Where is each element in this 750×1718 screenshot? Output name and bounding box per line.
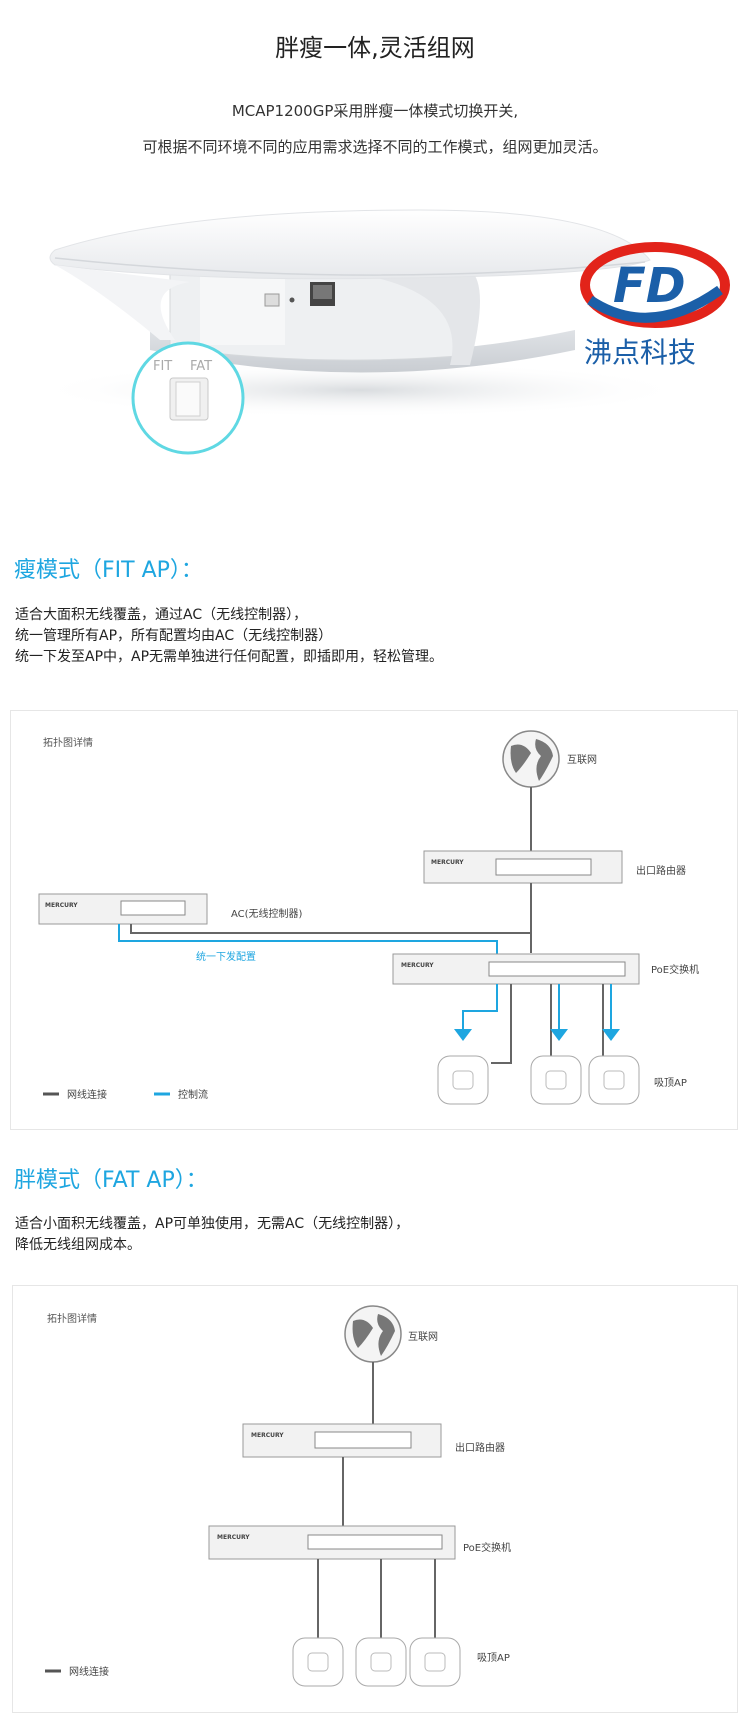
fat-line-2: 降低无线组网成本。 [15,1237,141,1253]
fat-ap-3 [409,1637,461,1687]
fat-internet-label: 互联网 [408,1331,438,1343]
globe-icon [502,730,560,788]
fat-poe-brand: MERCURY [217,1534,250,1541]
fat-legend-net: 网线连接 [69,1665,109,1678]
fit-legend-ctrl: 控制流 [178,1088,208,1101]
fit-ap-2 [530,1055,582,1105]
fit-diagram-title: 拓扑图详情 [43,736,93,749]
fat-poe-label: PoE交换机 [463,1541,511,1554]
fit-line-2: 统一管理所有AP，所有配置均由AC（无线控制器） [15,628,333,644]
fit-topology-diagram: 拓扑图详情 互联网 MERCURY 出口路由器 MERCURY AC(无线控制器… [10,710,738,1130]
fat-ap-label: 吸顶AP [477,1652,510,1664]
fit-poe-label: PoE交换机 [651,963,699,976]
fit-legend-net: 网线连接 [67,1088,107,1101]
fat-topology-diagram: 拓扑图详情 互联网 MERCURY 出口路由器 MERCURY PoE交换机 吸… [12,1285,738,1713]
logo-letters: FD [613,258,686,314]
fit-line-3: 统一下发至AP中，AP无需单独进行任何配置，即插即用，轻松管理。 [15,649,444,665]
fit-ac-label: AC(无线控制器) [231,907,303,920]
fit-ap-label: 吸顶AP [654,1077,687,1089]
fit-flow-label: 统一下发配置 [196,950,256,963]
fat-ap-1 [292,1637,344,1687]
fat-router-brand: MERCURY [251,1432,284,1439]
fit-line-1: 适合大面积无线覆盖，通过AC（无线控制器）， [15,607,308,623]
fit-router-brand: MERCURY [431,859,464,866]
fat-line-1: 适合小面积无线覆盖，AP可单独使用，无需AC（无线控制器）， [15,1216,410,1232]
fit-description: 适合大面积无线覆盖，通过AC（无线控制器）， 统一管理所有AP，所有配置均由AC… [15,605,443,668]
fit-ap-3 [588,1055,640,1105]
switch-label-fit: FIT [153,359,172,374]
fit-internet-label: 互联网 [567,754,597,766]
fat-ap-2 [355,1637,407,1687]
switch-label-fat: FAT [190,359,212,374]
page-title: 胖瘦一体,灵活组网 [275,34,475,62]
fit-ap-1 [437,1055,489,1105]
fd-logo: FD 沸点科技 [580,242,730,369]
fat-router-label: 出口路由器 [455,1441,505,1454]
product-image: FIT FAT FD 沸点科技 [30,209,730,455]
fat-description: 适合小面积无线覆盖，AP可单独使用，无需AC（无线控制器）， 降低无线组网成本。 [15,1214,409,1256]
intro-line-2: 可根据不同环境不同的应用需求选择不同的工作模式，组网更加灵活。 [142,138,608,156]
fit-ac-brand: MERCURY [45,902,78,909]
globe-icon [344,1305,402,1363]
fat-diagram-title: 拓扑图详情 [47,1312,97,1325]
fit-router-label: 出口路由器 [636,864,686,877]
fat-heading: 胖模式（FAT AP）： [14,1168,208,1193]
fit-heading: 瘦模式（FIT AP）： [14,558,203,583]
fit-poe-brand: MERCURY [401,962,434,969]
intro-line-1: MCAP1200GP采用胖瘦一体模式切换开关, [231,102,519,120]
logo-text: 沸点科技 [584,336,696,369]
